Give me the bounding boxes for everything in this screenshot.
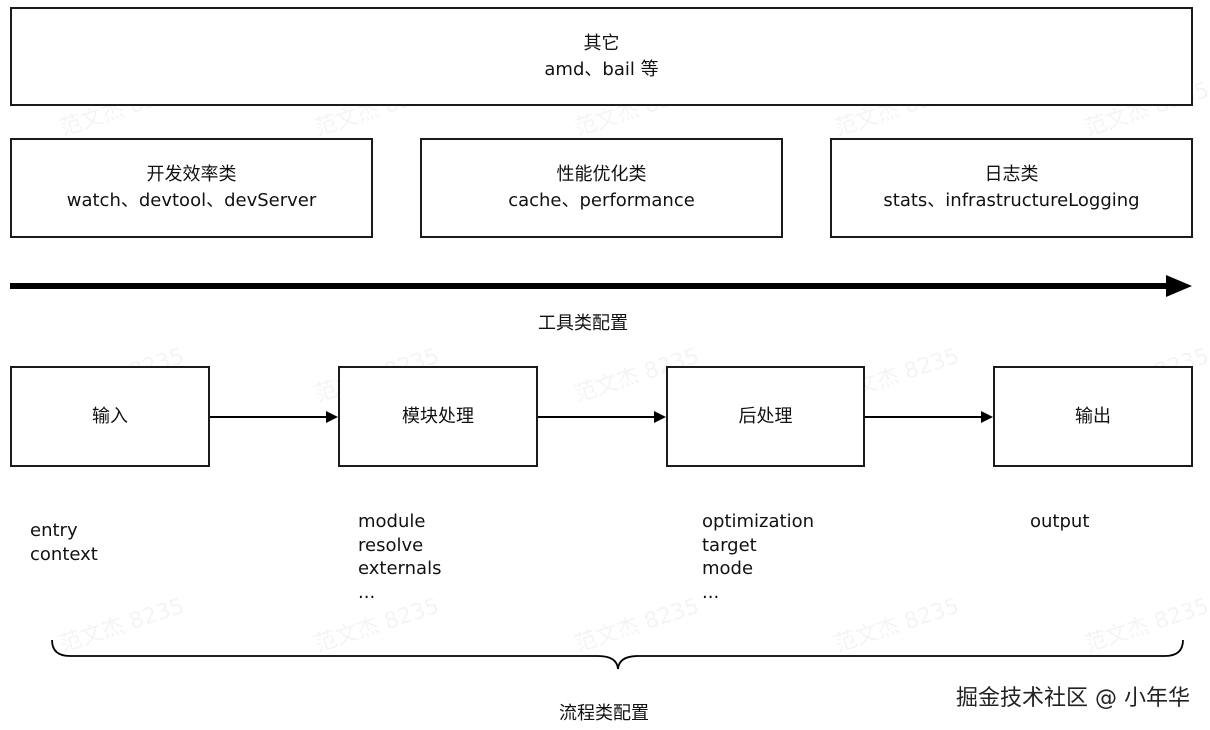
list-item: ... xyxy=(358,581,376,603)
watermark: 范文杰 8235 xyxy=(570,588,703,658)
list-item: output xyxy=(1030,511,1090,532)
list-item: mode xyxy=(702,558,754,579)
flow-box-post: 后处理 xyxy=(666,366,865,467)
performance-subtitle: cache、performance xyxy=(508,190,695,211)
input-config-list: entry context xyxy=(30,519,98,566)
flow-arrow-1-head xyxy=(326,411,338,423)
tool-config-label: 工具类配置 xyxy=(538,313,628,334)
flow-config-brace xyxy=(51,639,1184,670)
performance-title: 性能优化类 xyxy=(556,164,647,185)
flow-box-input-label: 输入 xyxy=(92,405,128,427)
flow-box-output-label: 输出 xyxy=(1075,405,1111,427)
list-item: context xyxy=(30,543,98,565)
flow-arrow-2-head xyxy=(654,411,666,423)
performance-box: 性能优化类 cache、performance xyxy=(420,138,783,238)
other-config-title: 其它 xyxy=(583,32,620,54)
list-item: optimization xyxy=(702,511,814,532)
list-item: ... xyxy=(702,581,720,603)
watermark: 范文杰 8235 xyxy=(1080,588,1210,658)
logging-subtitle: stats、infrastructureLogging xyxy=(883,190,1140,211)
flow-box-output: 输出 xyxy=(993,366,1193,467)
list-item: entry xyxy=(30,520,78,541)
tool-arrow-head xyxy=(1166,275,1192,297)
dev-efficiency-title: 开发效率类 xyxy=(146,164,237,185)
module-config-list: module resolve externals ... xyxy=(358,510,441,604)
output-config-list: output xyxy=(1030,510,1089,534)
flow-box-post-label: 后处理 xyxy=(738,405,793,427)
flow-config-label: 流程类配置 xyxy=(559,703,649,724)
brand-label: 掘金技术社区 @ 小年华 xyxy=(956,686,1190,711)
post-config-list: optimization target mode ... xyxy=(702,510,814,604)
flow-box-module-label: 模块处理 xyxy=(402,405,474,427)
flow-arrow-3-head xyxy=(981,411,993,423)
watermark: 范文杰 8235 xyxy=(55,588,188,658)
dev-efficiency-subtitle: watch、devtool、devServer xyxy=(66,190,317,211)
list-item: externals xyxy=(358,558,442,579)
logging-box: 日志类 stats、infrastructureLogging xyxy=(830,138,1193,238)
other-config-box: 其它 amd、bail 等 xyxy=(10,7,1193,106)
flow-box-input: 输入 xyxy=(10,366,210,467)
list-item: target xyxy=(702,534,757,556)
other-config-subtitle: amd、bail 等 xyxy=(544,58,659,80)
dev-efficiency-box: 开发效率类 watch、devtool、devServer xyxy=(10,138,373,238)
logging-title: 日志类 xyxy=(984,164,1039,185)
watermark: 范文杰 8235 xyxy=(830,588,963,658)
list-item: module xyxy=(358,511,426,532)
list-item: resolve xyxy=(358,534,424,556)
flow-box-module: 模块处理 xyxy=(338,366,538,467)
